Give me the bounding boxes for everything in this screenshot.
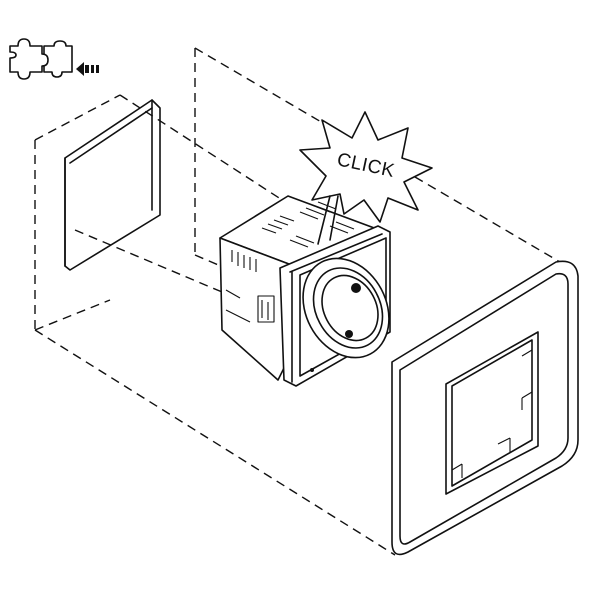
dimmer-mechanism bbox=[219, 195, 391, 387]
wall-box bbox=[64, 99, 161, 271]
click-callout: CLICK bbox=[299, 111, 433, 245]
arrow-left-icon bbox=[76, 62, 99, 76]
cover-frame bbox=[391, 260, 579, 556]
puzzle-piece-icon bbox=[9, 38, 73, 80]
